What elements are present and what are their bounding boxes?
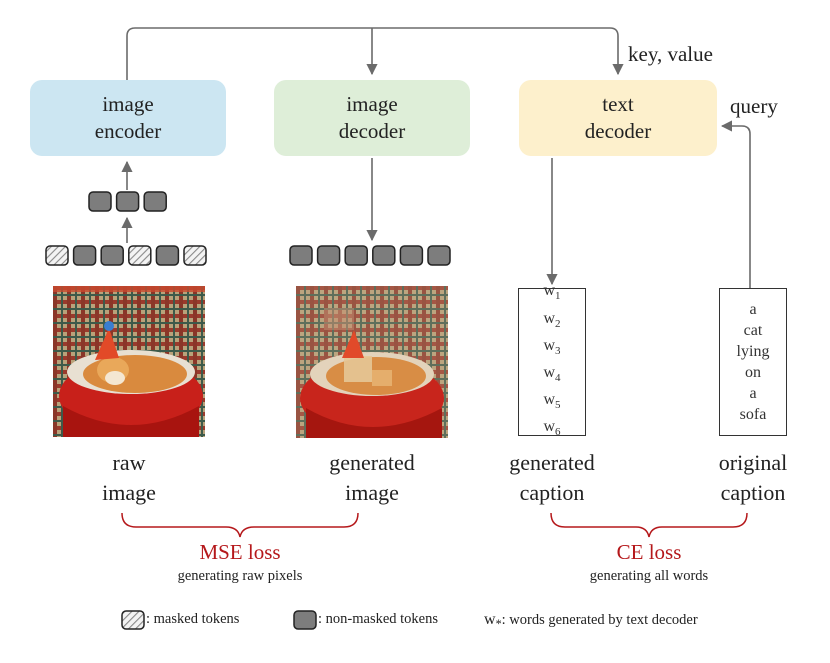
- ce-loss-brace: [550, 512, 748, 538]
- image-decoder-label-line2: decoder: [338, 119, 406, 143]
- generated-word: w5: [543, 389, 560, 416]
- generated-word: w3: [543, 335, 560, 362]
- image-encoder-label-line1: image: [102, 92, 154, 116]
- image-decoder-box: image decoder: [274, 80, 470, 156]
- generated-word-index: 3: [555, 345, 561, 357]
- generated-image-label: generated image: [292, 448, 452, 508]
- generated-caption-label: generated caption: [488, 448, 616, 508]
- generated-word-index: 4: [555, 372, 561, 385]
- legend-words-text: w*: words generated by text decoder: [484, 611, 698, 632]
- raw-image-label: raw image: [54, 448, 204, 508]
- mse-loss-brace: [121, 512, 359, 538]
- generated-image-label-line2: image: [345, 480, 399, 505]
- original-caption-label-line1: original: [718, 450, 788, 475]
- legend-non-masked-text: : non-masked tokens: [318, 611, 439, 627]
- decoded-token: [399, 245, 424, 266]
- generated-word-base: w: [543, 309, 556, 327]
- encoded-token: [115, 191, 140, 212]
- masked-token: [128, 245, 152, 266]
- text-decoder-box: text decoder: [519, 80, 717, 156]
- generated-word: w6: [543, 416, 560, 443]
- text-decoder-label-line1: text: [602, 92, 634, 116]
- decoded-token-row: [289, 245, 451, 266]
- generated-word-base: w: [543, 282, 556, 300]
- mse-loss-title: MSE loss: [199, 540, 281, 564]
- masked-token: [183, 245, 207, 266]
- generated-image: [296, 286, 448, 438]
- mse-loss-subtitle: generating raw pixels: [177, 568, 303, 584]
- original-word: on: [745, 364, 761, 381]
- masked-token: [45, 245, 69, 266]
- generated-word-index: 2: [555, 317, 561, 330]
- decoded-token: [289, 245, 313, 266]
- generated-word: w2: [543, 308, 560, 335]
- raw-image-label-line2: image: [102, 480, 156, 505]
- query-connector: [720, 120, 751, 288]
- input-token-row: [45, 245, 207, 266]
- original-word: a: [749, 385, 757, 402]
- generated-image-label-line1: generated: [329, 450, 415, 475]
- non-masked-token: [155, 245, 180, 266]
- generated-word: w4: [543, 362, 560, 389]
- decoded-token: [427, 245, 451, 266]
- generated-word: w1: [543, 280, 560, 307]
- generated-word-base: w: [543, 418, 556, 436]
- original-word: sofa: [739, 406, 767, 423]
- raw-image: [53, 286, 205, 437]
- legend-masked-text: : masked tokens: [146, 611, 240, 627]
- non-masked-token: [72, 245, 97, 266]
- original-word: a: [749, 301, 757, 318]
- original-word: lying: [736, 343, 770, 360]
- decoded-token: [372, 245, 396, 266]
- legend-words-symbol: w: [484, 611, 496, 628]
- raw-cat-photo: [53, 286, 205, 437]
- encoded-token: [143, 191, 167, 212]
- text-decoder-label-line2: decoder: [584, 119, 652, 143]
- image-encoder-label-line2: encoder: [94, 119, 162, 143]
- legend-words-description: : words generated by text decoder: [501, 612, 698, 628]
- generated-word-base: w: [543, 364, 556, 381]
- non-masked-token: [100, 245, 124, 266]
- query-label: query: [730, 94, 778, 118]
- generated-word-index: 1: [555, 290, 561, 303]
- key-value-label: key, value: [628, 42, 713, 66]
- decoded-token: [344, 245, 368, 266]
- generated-caption-label-line1: generated: [509, 450, 595, 475]
- generated-word-base: w: [543, 336, 556, 354]
- decoded-token: [316, 245, 341, 266]
- encoded-token: [88, 191, 112, 212]
- generated-cat-photo: [296, 286, 448, 438]
- ce-loss-subtitle: generating all words: [589, 568, 709, 584]
- generated-word-base: w: [543, 391, 556, 409]
- generated-caption-label-line2: caption: [519, 480, 585, 505]
- original-caption-box: a cat lying on a sofa: [719, 288, 787, 436]
- original-caption-label: original caption: [694, 448, 812, 508]
- raw-image-label-line1: raw: [112, 450, 146, 475]
- ce-loss-title: CE loss: [616, 540, 682, 564]
- image-decoder-label-line1: image: [346, 92, 398, 116]
- original-caption-label-line2: caption: [720, 480, 786, 505]
- image-encoder-box: image encoder: [30, 80, 226, 156]
- legend-non-masked-swatch: [293, 610, 317, 630]
- legend-masked-swatch: [121, 610, 145, 630]
- encoded-token-row: [88, 191, 167, 212]
- legend-words-subscript: *: [495, 616, 502, 631]
- generated-word-index: 6: [555, 426, 561, 439]
- original-word: cat: [743, 322, 763, 339]
- generated-word-index: 5: [555, 399, 561, 412]
